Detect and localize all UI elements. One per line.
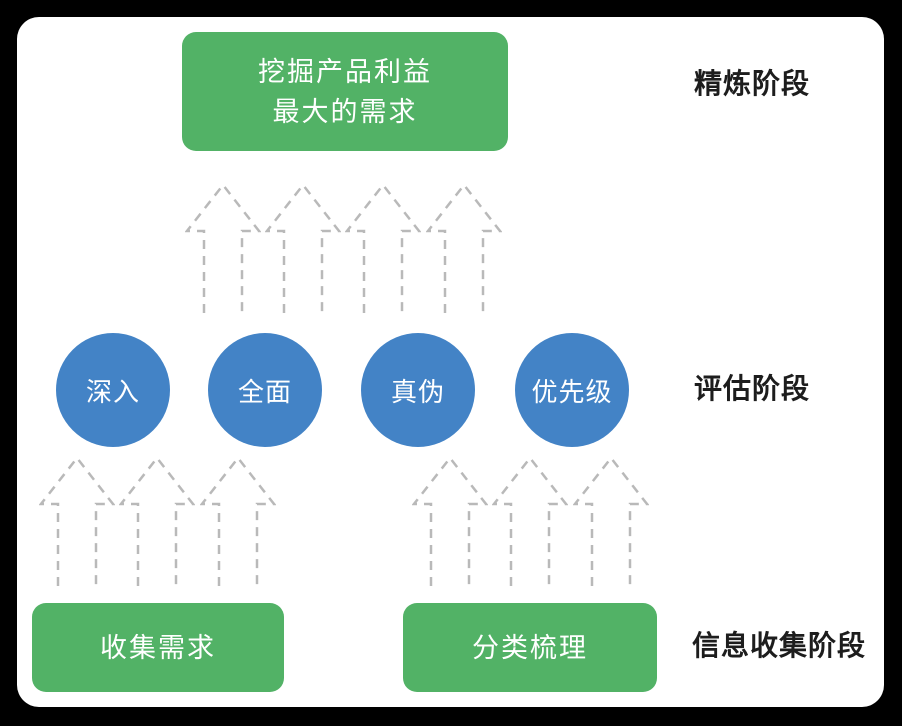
dashed-up-arrow-icon xyxy=(412,456,488,588)
refine-box-text-line2: 最大的需求 xyxy=(272,96,418,127)
dashed-up-arrow-icon xyxy=(200,456,276,588)
refine-stage-box: 挖掘产品利益 最大的需求 xyxy=(182,32,508,151)
dashed-up-arrow-icon xyxy=(119,456,195,588)
evaluation-circle-priority: 优先级 xyxy=(515,333,629,447)
evaluation-circle-depth: 深入 xyxy=(56,333,170,447)
stage-label-refine: 精炼阶段 xyxy=(694,68,811,99)
evaluation-circle-comprehensive: 全面 xyxy=(208,333,322,447)
dashed-up-arrow-icon xyxy=(265,183,341,315)
evaluation-circle-authenticity: 真伪 xyxy=(361,333,475,447)
refine-box-text-line1: 挖掘产品利益 xyxy=(258,56,432,87)
classify-organize-box: 分类梳理 xyxy=(403,603,657,692)
dashed-up-arrow-icon xyxy=(573,456,649,588)
stage-label-evaluate: 评估阶段 xyxy=(694,373,811,404)
dashed-up-arrow-icon xyxy=(426,183,502,315)
stage-label-collect: 信息收集阶段 xyxy=(692,630,867,661)
dashed-up-arrow-icon xyxy=(185,183,261,315)
dashed-up-arrow-icon xyxy=(345,183,421,315)
collect-requirements-box: 收集需求 xyxy=(32,603,284,692)
dashed-up-arrow-icon xyxy=(492,456,568,588)
dashed-up-arrow-icon xyxy=(39,456,115,588)
